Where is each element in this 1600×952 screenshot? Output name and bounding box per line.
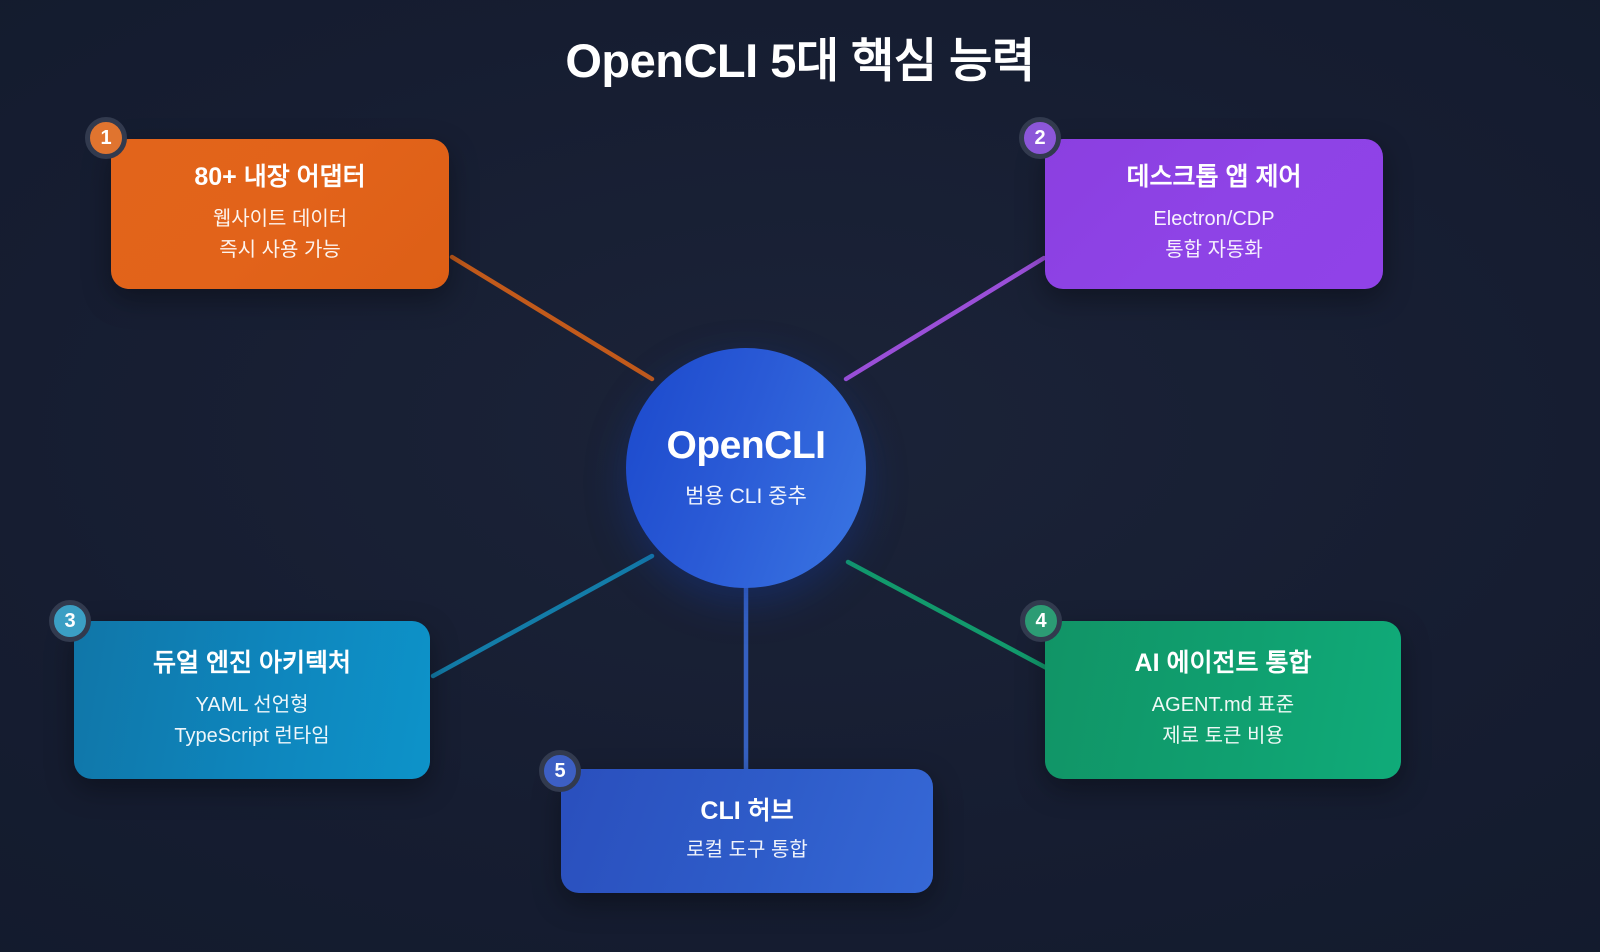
card-title-1: 80+ 내장 어댑터 (194, 163, 366, 191)
card-number-badge-5: 5 (539, 750, 581, 792)
connector-card-4 (845, 559, 1059, 676)
connector-card-2 (843, 255, 1047, 382)
card-number-badge-4: 4 (1020, 600, 1062, 642)
connector-card-3 (430, 553, 655, 679)
card-line1-5: 로컬 도구 통합 (686, 839, 808, 861)
connector-card-1 (449, 254, 655, 382)
center-node-title: OpenCLI (666, 423, 827, 467)
card-title-5: CLI 허브 (700, 797, 794, 825)
card-line2-4: 제로 토큰 비용 (1162, 725, 1284, 747)
card-title-4: AI 에이전트 통합 (1134, 649, 1312, 677)
card-line1-3: YAML 선언형 (195, 694, 309, 716)
card-line2-2: 통합 자동화 (1165, 239, 1263, 261)
page-title: OpenCLI 5대 핵심 능력 (565, 34, 1035, 87)
capability-card-3[interactable]: 3 듀얼 엔진 아키텍처 YAML 선언형 TypeScript 런타임 (49, 600, 430, 779)
card-line1-4: AGENT.md 표준 (1151, 694, 1295, 716)
card-line1-2: Electron/CDP (1153, 208, 1275, 230)
capability-card-5[interactable]: 5 CLI 허브 로컬 도구 통합 (539, 750, 933, 893)
card-title-2: 데스크톱 앱 제어 (1126, 163, 1302, 191)
card-number-badge-1: 1 (85, 117, 127, 159)
card-line2-1: 즉시 사용 가능 (219, 239, 341, 261)
capability-card-1[interactable]: 1 80+ 내장 어댑터 웹사이트 데이터 즉시 사용 가능 (85, 117, 449, 289)
capability-card-4[interactable]: 4 AI 에이전트 통합 AGENT.md 표준 제로 토큰 비용 (1020, 600, 1401, 779)
card-line1-1: 웹사이트 데이터 (212, 208, 348, 230)
card-number-badge-2: 2 (1019, 117, 1061, 159)
center-node-subtitle: 범용 CLI 중추 (685, 485, 807, 509)
capability-card-2[interactable]: 2 데스크톱 앱 제어 Electron/CDP 통합 자동화 (1019, 117, 1383, 289)
card-number-badge-3: 3 (49, 600, 91, 642)
card-line2-3: TypeScript 런타임 (174, 725, 330, 747)
card-title-3: 듀얼 엔진 아키텍처 (153, 649, 351, 677)
center-node-opencli[interactable]: OpenCLI 범용 CLI 중추 (626, 348, 866, 588)
